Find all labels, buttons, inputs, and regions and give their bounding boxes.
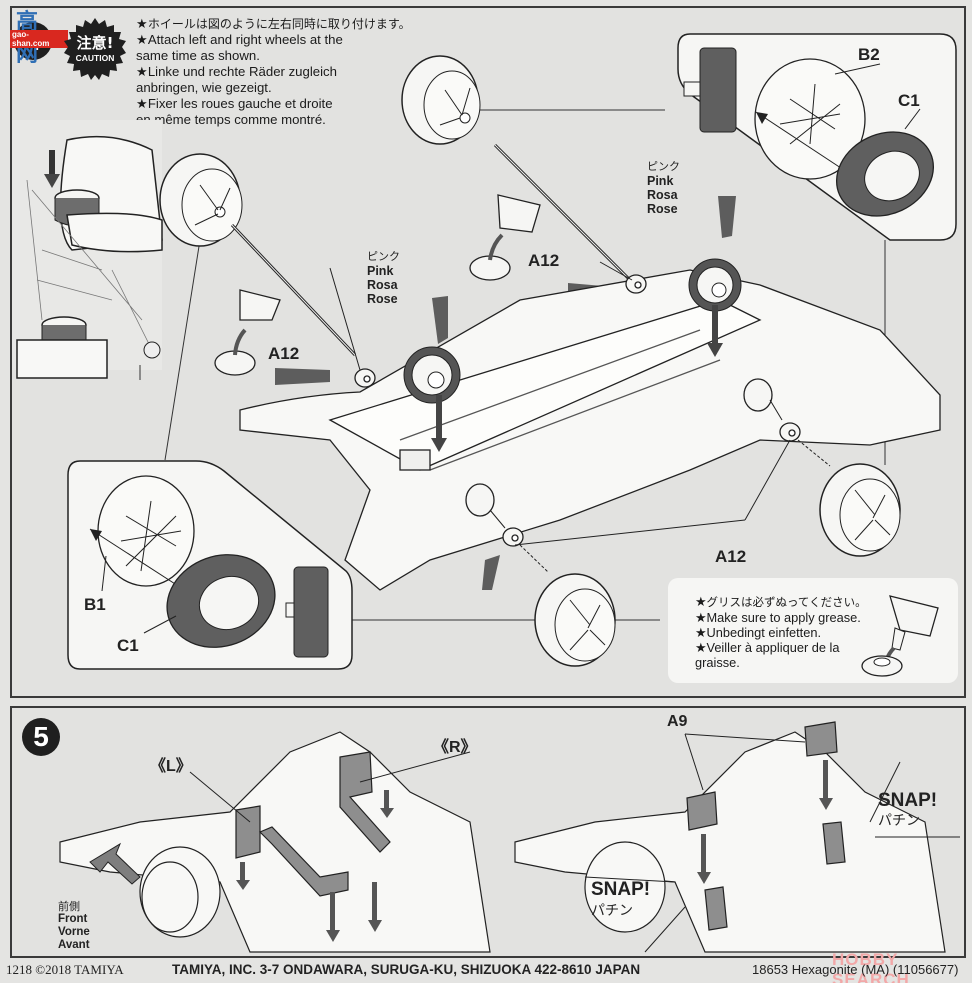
inset-rear-wheel-tire (677, 33, 957, 241)
gear-right (688, 258, 742, 312)
hobby-search-watermark: HOBBY SEARCH (832, 950, 910, 983)
watermark-url: gao-shan.com (10, 30, 68, 48)
part-label-b2: B2 (858, 45, 880, 64)
part-label-c1-bottom: C1 (117, 636, 139, 655)
chassis-assembly-illustration (139, 55, 941, 667)
gear-label-left: ピンク Pink Rosa Rose (367, 250, 400, 306)
grease-note-jp: グリスは必ずぬってください。 (706, 595, 867, 609)
hand-pressing-wheel-illustration (12, 120, 163, 379)
footer-product: 18653 Hexagonite (MA) (11056677) (752, 962, 959, 977)
grease-note-en: Make sure to apply grease. (706, 610, 861, 625)
note-fr: Fixer les roues gauche et droite en même… (136, 96, 333, 127)
wheel-top-left (159, 153, 243, 247)
grease-note-de: Unbedingt einfetten. (706, 625, 822, 640)
caution-en: CAUTION (75, 53, 115, 63)
gear-label-right: ピンク Pink Rosa Rose (647, 160, 680, 216)
caution-jp: 注意! (76, 34, 114, 52)
grease-applicator-icon (861, 595, 939, 677)
wheel-attach-note: ホイールは図のように左右同時に取り付けます。 Attach left and r… (136, 16, 411, 128)
part-label-c1-top: C1 (898, 91, 920, 110)
footer-copyright: 1218 ©2018 TAMIYA (6, 962, 124, 977)
site-watermark: 高 网 gao-shan.com (8, 4, 68, 67)
snap-label-left: SNAP! (591, 879, 651, 900)
part-label-a12-left: A12 (268, 344, 300, 363)
caution-badge: 注意! CAUTION (64, 18, 126, 80)
footer-company-address: TAMIYA, INC. 3-7 ONDAWARA, SURUGA-KU, SH… (172, 962, 641, 977)
a9-part-right (804, 721, 838, 757)
snap-jp-left: パチン (591, 903, 633, 919)
right-bracket-label: 《R》 (433, 739, 477, 756)
arrow-icon (90, 529, 102, 541)
watermark-text: 高 网 (16, 10, 51, 67)
part-label-a12-bottom: A12 (715, 547, 747, 566)
a9-part-left (686, 791, 718, 831)
front-direction-label: 前側 Front Vorne Avant (58, 900, 90, 951)
gear-left (403, 346, 461, 404)
note-jp: ホイールは図のように左右同時に取り付けます。 (147, 17, 411, 31)
bracket-left (235, 805, 261, 859)
step-5-right-illustration (514, 721, 960, 953)
left-bracket-label: 《L》 (150, 758, 192, 775)
snap-jp-right: パチン (878, 813, 920, 829)
wheel-bottom-center (534, 573, 616, 667)
part-label-a9: A9 (667, 713, 688, 730)
note-de: Linke und rechte Räder zugleich anbringe… (136, 64, 337, 95)
snap-label-right: SNAP! (878, 790, 938, 811)
front-arrow-icon (89, 842, 141, 885)
step-5-number: 5 (22, 718, 60, 756)
grease-note-fr: Veiller à appliquer de la graisse. (695, 640, 840, 670)
step-5-left-illustration (59, 731, 491, 953)
part-label-a12-top: A12 (528, 251, 560, 270)
down-arrow-icon (44, 174, 60, 188)
note-en: Attach left and right wheels at the same… (136, 32, 343, 63)
inset-front-wheel-tire (67, 460, 353, 670)
grease-note: グリスは必ずぬってください。 Make sure to apply grease… (695, 594, 880, 670)
caution-starburst-icon (64, 18, 126, 80)
wheel-right (819, 463, 901, 557)
bracket-right (339, 751, 391, 853)
part-label-b1: B1 (84, 595, 106, 614)
wheel-top-center (401, 55, 481, 145)
arrow-icon (756, 112, 768, 124)
